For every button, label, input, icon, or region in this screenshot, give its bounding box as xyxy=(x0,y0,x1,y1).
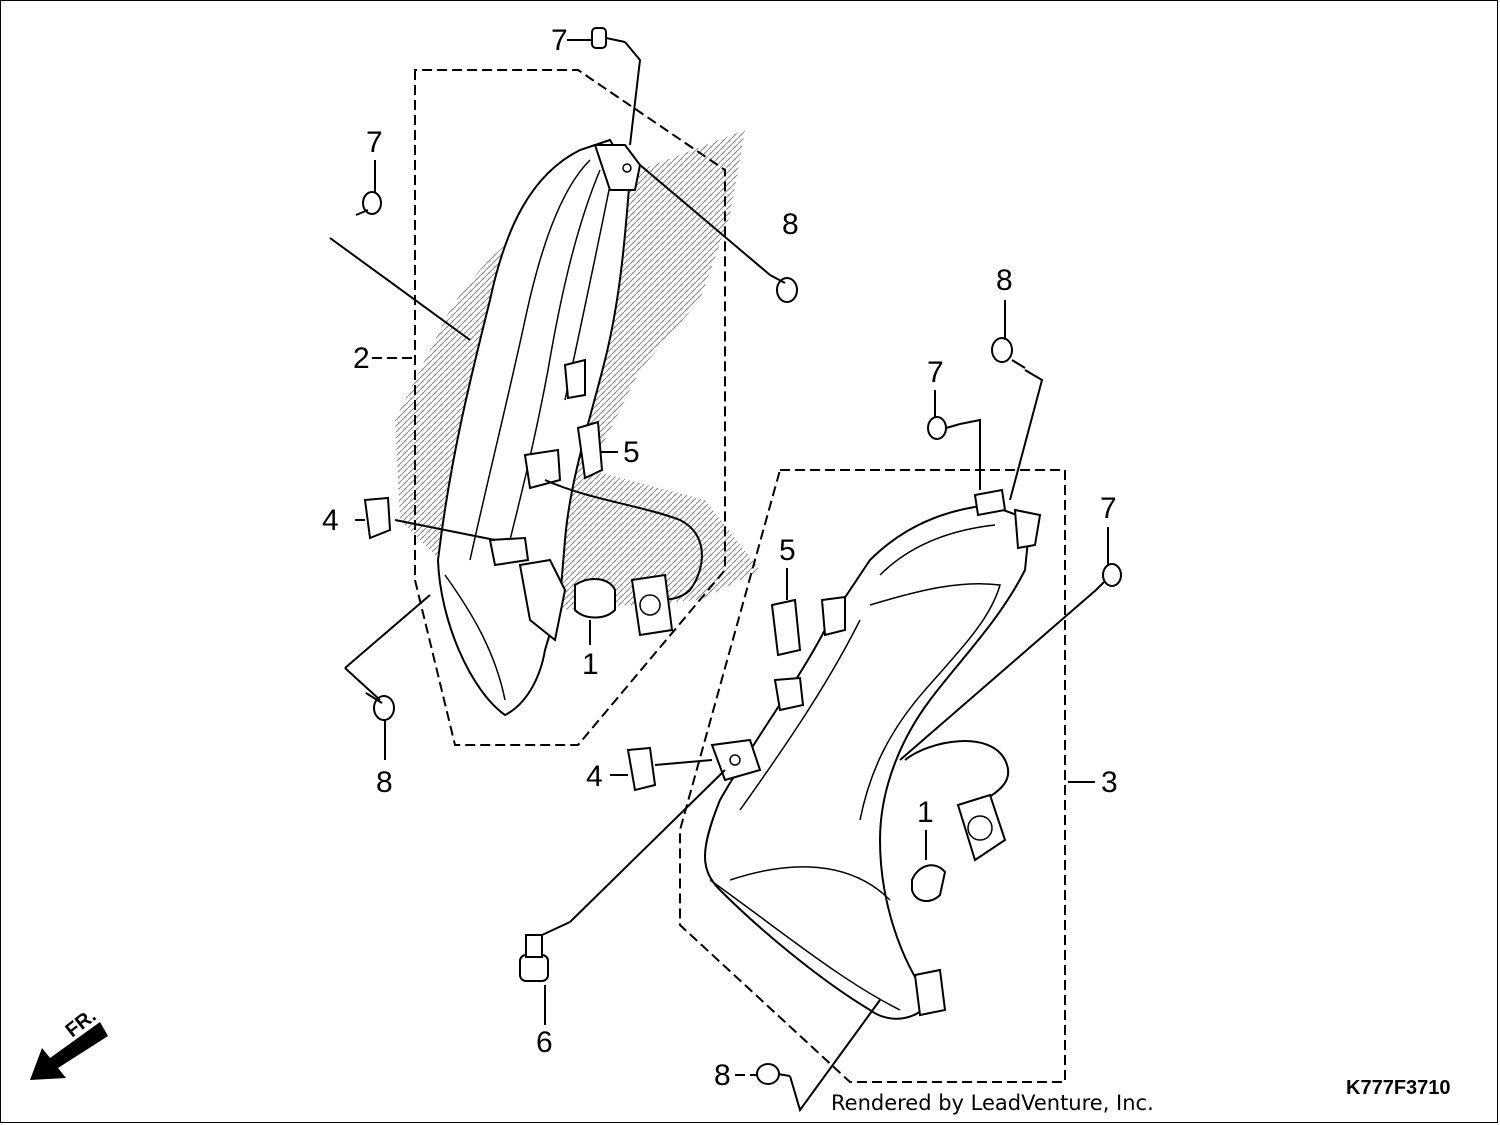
right-bulb xyxy=(911,864,947,902)
left-top-bracket xyxy=(593,144,642,191)
callout-8-bottom: 8 xyxy=(714,1059,731,1092)
callout-5-left: 5 xyxy=(623,436,640,469)
callout-2: 2 xyxy=(353,342,370,375)
callout-7-top: 7 xyxy=(551,24,568,57)
callout-4-left: 4 xyxy=(322,504,339,537)
right-nut-4 xyxy=(626,746,657,792)
callout-8-right: 8 xyxy=(996,264,1013,297)
right-bolt-8-bottom xyxy=(756,1063,791,1085)
front-direction-arrow: FR. xyxy=(30,1005,108,1080)
callout-1-left: 1 xyxy=(582,648,599,681)
left-bulb xyxy=(574,578,616,619)
left-bolt-8-topright xyxy=(769,274,798,303)
bolt-6 xyxy=(519,921,571,982)
left-nut-4 xyxy=(363,496,392,540)
callout-4-right: 4 xyxy=(586,760,603,793)
right-outline xyxy=(679,469,1066,1083)
callout-7-left: 7 xyxy=(366,126,383,159)
left-screw-7-top xyxy=(591,27,626,49)
left-wire-harness xyxy=(544,479,703,601)
callout-6: 6 xyxy=(536,1026,553,1059)
left-clip-5 xyxy=(576,420,604,480)
left-bolt-8-bottom xyxy=(365,692,395,721)
callout-1-right: 1 xyxy=(917,796,934,829)
right-bolt-8-top xyxy=(991,337,1026,369)
left-socket xyxy=(630,573,674,637)
callout-7-right: 7 xyxy=(1100,492,1117,525)
callout-8-bottomleft: 8 xyxy=(376,766,393,799)
left-assembly xyxy=(329,27,798,760)
right-screw-7-right xyxy=(1095,563,1122,591)
callout-8-topright: 8 xyxy=(782,208,799,241)
right-wire-harness xyxy=(904,740,1010,801)
credit-text: Rendered by LeadVenture, Inc. xyxy=(831,1091,1154,1115)
right-assembly xyxy=(519,300,1122,1113)
callout-5-right: 5 xyxy=(779,534,796,567)
right-clip-5 xyxy=(770,598,802,657)
right-screw-7-mid xyxy=(927,416,961,440)
left-screw-7-left xyxy=(355,191,382,216)
diagram-code: K777F3710 xyxy=(1346,1077,1451,1099)
callout-7-mid: 7 xyxy=(927,356,944,389)
callout-3: 3 xyxy=(1101,766,1118,799)
right-socket xyxy=(956,793,1007,862)
left-lamp-housing xyxy=(436,138,632,717)
left-outline xyxy=(414,69,726,746)
